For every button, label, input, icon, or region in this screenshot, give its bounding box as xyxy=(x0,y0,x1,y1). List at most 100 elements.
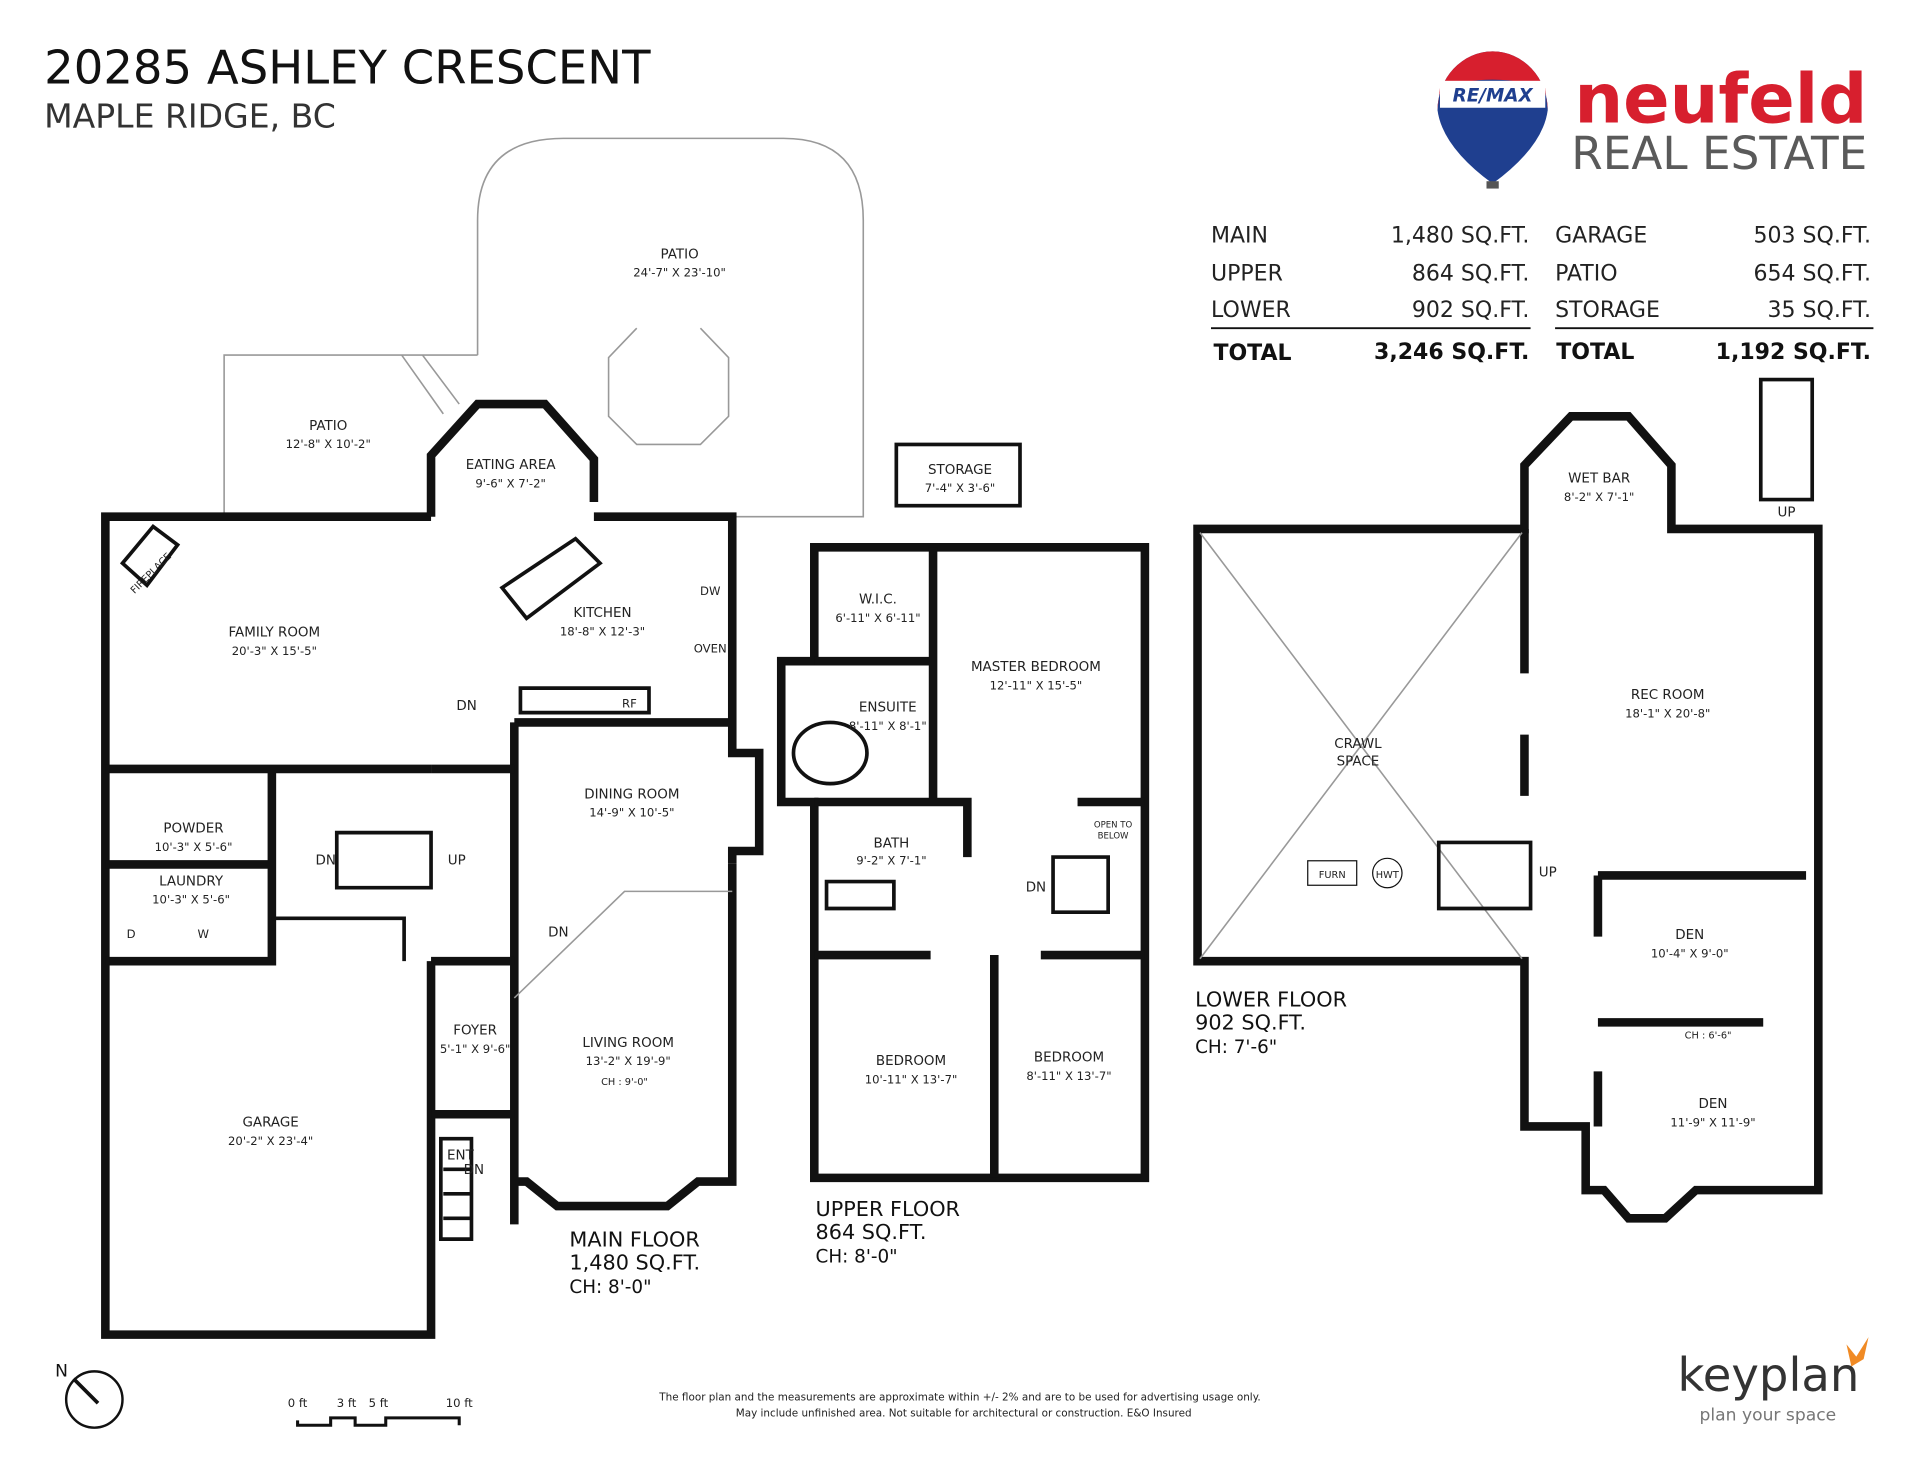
svg-text:GARAGE: GARAGE xyxy=(242,1115,298,1130)
svg-text:DN: DN xyxy=(456,699,476,714)
keyplan-logo: keyplan plan your space xyxy=(1678,1337,1869,1425)
svg-text:UP: UP xyxy=(1539,866,1557,881)
svg-text:503 SQ.FT.: 503 SQ.FT. xyxy=(1754,223,1871,248)
svg-text:UP: UP xyxy=(1778,506,1796,521)
svg-text:5 ft: 5 ft xyxy=(369,1396,389,1410)
svg-text:OVEN: OVEN xyxy=(694,642,727,656)
svg-text:10'-4" X 9'-0": 10'-4" X 9'-0" xyxy=(1651,946,1729,960)
svg-text:24'-7" X 23'-10": 24'-7" X 23'-10" xyxy=(633,266,726,280)
svg-text:RF: RF xyxy=(622,697,637,711)
svg-text:BELOW: BELOW xyxy=(1098,832,1129,842)
svg-text:DN: DN xyxy=(548,926,568,941)
svg-text:GARAGE: GARAGE xyxy=(1555,223,1647,248)
svg-text:CH: 8'-0": CH: 8'-0" xyxy=(569,1277,651,1298)
svg-text:9'-6" X 7'-2": 9'-6" X 7'-2" xyxy=(475,476,545,490)
svg-text:LIVING ROOM: LIVING ROOM xyxy=(582,1036,674,1051)
svg-text:POWDER: POWDER xyxy=(163,822,223,837)
svg-text:12'-8" X 10'-2": 12'-8" X 10'-2" xyxy=(286,437,371,451)
svg-text:10 ft: 10 ft xyxy=(446,1396,473,1410)
svg-text:14'-9" X 10'-5": 14'-9" X 10'-5" xyxy=(589,806,674,820)
svg-text:18'-1" X 20'-8": 18'-1" X 20'-8" xyxy=(1625,707,1710,721)
svg-text:20'-3" X 15'-5": 20'-3" X 15'-5" xyxy=(232,644,317,658)
svg-text:BATH: BATH xyxy=(874,836,910,851)
address-title: 20285 ASHLEY CRESCENT xyxy=(44,40,651,94)
svg-text:864 SQ.FT.: 864 SQ.FT. xyxy=(816,1220,927,1244)
svg-text:ENT: ENT xyxy=(447,1149,475,1164)
svg-text:20'-2" X 23'-4": 20'-2" X 23'-4" xyxy=(228,1134,313,1148)
svg-text:CH : 9'-0": CH : 9'-0" xyxy=(601,1077,648,1088)
svg-text:BEDROOM: BEDROOM xyxy=(876,1054,946,1069)
svg-text:35 SQ.FT.: 35 SQ.FT. xyxy=(1768,298,1871,323)
svg-text:HWT: HWT xyxy=(1376,870,1399,881)
svg-text:N: N xyxy=(55,1361,68,1381)
svg-text:DINING ROOM: DINING ROOM xyxy=(584,787,679,802)
svg-text:UPPER FLOOR: UPPER FLOOR xyxy=(816,1197,961,1221)
svg-text:11'-9" X 11'-9": 11'-9" X 11'-9" xyxy=(1670,1115,1755,1129)
svg-text:TOTAL: TOTAL xyxy=(1556,340,1634,365)
svg-text:UP: UP xyxy=(448,853,466,868)
svg-text:18'-8" X 12'-3": 18'-8" X 12'-3" xyxy=(560,624,645,638)
svg-text:12'-11" X 15'-5": 12'-11" X 15'-5" xyxy=(990,678,1083,692)
disclaimer-line-2: May include unfinished area. Not suitabl… xyxy=(736,1408,1192,1420)
svg-text:902 SQ.FT.: 902 SQ.FT. xyxy=(1195,1011,1306,1035)
svg-text:LOWER: LOWER xyxy=(1211,298,1291,323)
svg-text:WET BAR: WET BAR xyxy=(1568,471,1630,486)
svg-text:CH: 8'-0": CH: 8'-0" xyxy=(816,1246,898,1267)
svg-text:1,192 SQ.FT.: 1,192 SQ.FT. xyxy=(1716,340,1871,365)
scale-bar: 0 ft 3 ft 5 ft 10 ft xyxy=(288,1396,473,1427)
svg-text:DW: DW xyxy=(700,584,721,598)
svg-text:MASTER BEDROOM: MASTER BEDROOM xyxy=(971,660,1101,675)
remax-balloon-logo: RE/MAX xyxy=(1437,51,1548,189)
svg-text:REC ROOM: REC ROOM xyxy=(1631,688,1705,703)
svg-text:FOYER: FOYER xyxy=(453,1024,497,1039)
lower-floor-plan: WET BAR 8'-2" X 7'-1" REC ROOM 18'-1" X 20… xyxy=(1193,377,1823,1223)
svg-text:654 SQ.FT.: 654 SQ.FT. xyxy=(1754,261,1871,286)
city-subtitle: MAPLE RIDGE, BC xyxy=(44,96,336,135)
north-compass: N xyxy=(55,1361,124,1429)
svg-text:DN: DN xyxy=(1026,880,1046,895)
svg-text:3 ft: 3 ft xyxy=(337,1396,357,1410)
svg-text:keyplan: keyplan xyxy=(1678,1348,1860,1402)
svg-text:D: D xyxy=(127,927,136,941)
brand-sub: REAL ESTATE xyxy=(1571,127,1867,180)
svg-text:plan your space: plan your space xyxy=(1700,1405,1837,1425)
svg-text:LOWER FLOOR: LOWER FLOOR xyxy=(1195,987,1347,1011)
svg-text:FAMILY ROOM: FAMILY ROOM xyxy=(229,626,321,641)
svg-text:MAIN FLOOR: MAIN FLOOR xyxy=(569,1227,699,1251)
svg-text:W: W xyxy=(198,927,210,941)
svg-text:0 ft: 0 ft xyxy=(288,1396,308,1410)
svg-text:FURN: FURN xyxy=(1319,870,1346,881)
disclaimer-line-1: The floor plan and the measurements are … xyxy=(658,1392,1260,1404)
svg-text:1,480 SQ.FT.: 1,480 SQ.FT. xyxy=(569,1251,700,1275)
svg-text:SPACE: SPACE xyxy=(1337,754,1380,769)
svg-text:DEN: DEN xyxy=(1675,928,1704,943)
svg-text:ENSUITE: ENSUITE xyxy=(859,700,917,715)
svg-text:RE/MAX: RE/MAX xyxy=(1453,86,1534,107)
svg-text:STORAGE: STORAGE xyxy=(928,463,992,478)
svg-text:DN: DN xyxy=(464,1163,484,1178)
svg-text:8'-11" X 13'-7": 8'-11" X 13'-7" xyxy=(1026,1069,1111,1083)
svg-text:5'-1" X 9'-6": 5'-1" X 9'-6" xyxy=(440,1042,510,1056)
svg-text:PATIO: PATIO xyxy=(1555,261,1617,286)
svg-text:13'-2" X 19'-9": 13'-2" X 19'-9" xyxy=(586,1054,671,1068)
svg-text:10'-3" X 5'-6": 10'-3" X 5'-6" xyxy=(152,893,230,907)
svg-text:LAUNDRY: LAUNDRY xyxy=(159,874,224,889)
svg-text:CH: 7'-6": CH: 7'-6" xyxy=(1195,1037,1277,1058)
upper-floor-plan: W.I.C.6'-11" X 6'-11" MASTER BEDROOM12'-… xyxy=(776,543,1150,1267)
svg-text:CH : 6'-6": CH : 6'-6" xyxy=(1685,1030,1732,1041)
brand-name: neufeld xyxy=(1574,59,1867,139)
svg-text:EATING AREA: EATING AREA xyxy=(466,458,557,473)
svg-text:8'-2" X 7'-1": 8'-2" X 7'-1" xyxy=(1564,490,1634,504)
svg-text:7'-4" X 3'-6": 7'-4" X 3'-6" xyxy=(925,481,995,495)
svg-text:DEN: DEN xyxy=(1699,1097,1728,1112)
svg-text:8'-11" X 8'-1": 8'-11" X 8'-1" xyxy=(849,719,927,733)
svg-text:OPEN TO: OPEN TO xyxy=(1094,821,1133,831)
svg-text:9'-2" X 7'-1": 9'-2" X 7'-1" xyxy=(856,853,926,867)
svg-text:DN: DN xyxy=(316,853,336,868)
svg-text:10'-11" X 13'-7": 10'-11" X 13'-7" xyxy=(865,1073,958,1087)
svg-text:KITCHEN: KITCHEN xyxy=(573,606,631,621)
svg-text:BEDROOM: BEDROOM xyxy=(1034,1051,1104,1066)
